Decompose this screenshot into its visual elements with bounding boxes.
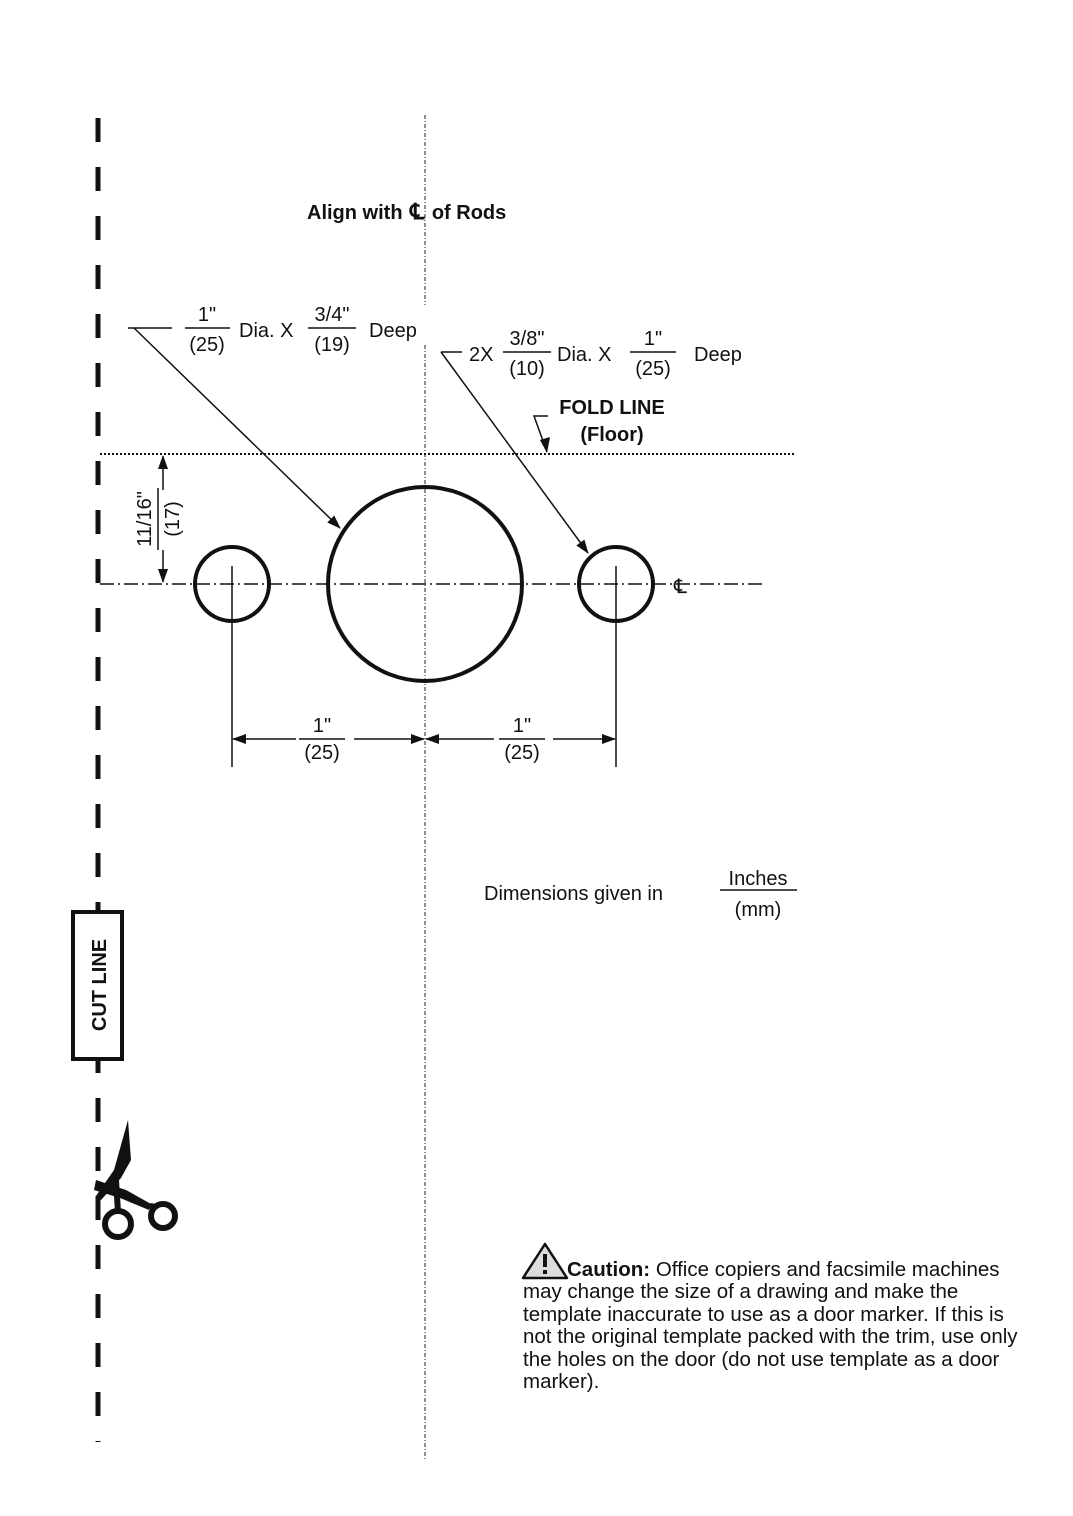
centerline-symbol-icon: ℄: [409, 199, 425, 224]
fold-line-leader-arrowhead: [540, 437, 550, 453]
small-hole-dia-label: Dia. X: [557, 344, 611, 366]
vertical-dim-mm: (17): [162, 501, 184, 537]
small-hole-depth-mm: (25): [635, 358, 671, 380]
main-hole: [326, 485, 524, 683]
main-hole-inch: 1": [198, 304, 216, 326]
cut-line-label-box: [71, 910, 124, 1061]
units-note-denominator: (mm): [735, 899, 782, 921]
fold-line-title: FOLD LINE: [559, 397, 665, 419]
fold-line-subtitle: (Floor): [580, 424, 643, 446]
caution-title: Caution:: [567, 1258, 651, 1281]
spacing-left-mm: (25): [304, 742, 340, 764]
spacing-right-mm: (25): [504, 742, 540, 764]
vertical-dim-inch: 11/16": [134, 491, 156, 547]
caution-body: Office copiers and facsimile machines ma…: [523, 1258, 1018, 1394]
warning-icon-spacer: [523, 1256, 567, 1276]
small-hole-deep-label: Deep: [694, 344, 742, 366]
small-hole-qty: 2X: [469, 344, 493, 366]
main-hole-mm: (25): [189, 334, 225, 356]
small-hole-leader: [440, 351, 589, 554]
small-hole-depth-inch: 1": [644, 328, 662, 350]
small-hole-inch: 3/8": [510, 328, 545, 350]
caution-note: Caution: Office copiers and facsimile ma…: [523, 1256, 1023, 1393]
main-hole-depth-inch: 3/4": [315, 304, 350, 326]
main-hole-leader: [133, 327, 341, 529]
small-hole-mm: (10): [509, 358, 545, 380]
main-hole-depth-mm: (19): [314, 334, 350, 356]
units-note-numerator: Inches: [729, 868, 788, 890]
units-note-prefix: Dimensions given in: [484, 883, 663, 905]
warning-triangle-icon: [521, 1242, 569, 1280]
spacing-left-inch: 1": [313, 715, 331, 737]
scissors-icon: [94, 1120, 178, 1240]
centerline-symbol-icon: ℄: [673, 576, 687, 598]
cut-line-label: CUT LINE: [89, 939, 111, 1031]
main-hole-dia-label: Dia. X: [239, 320, 293, 342]
align-label: Align with ℄ of Rods: [307, 199, 506, 224]
main-hole-deep-label: Deep: [369, 320, 417, 342]
spacing-right-inch: 1": [513, 715, 531, 737]
